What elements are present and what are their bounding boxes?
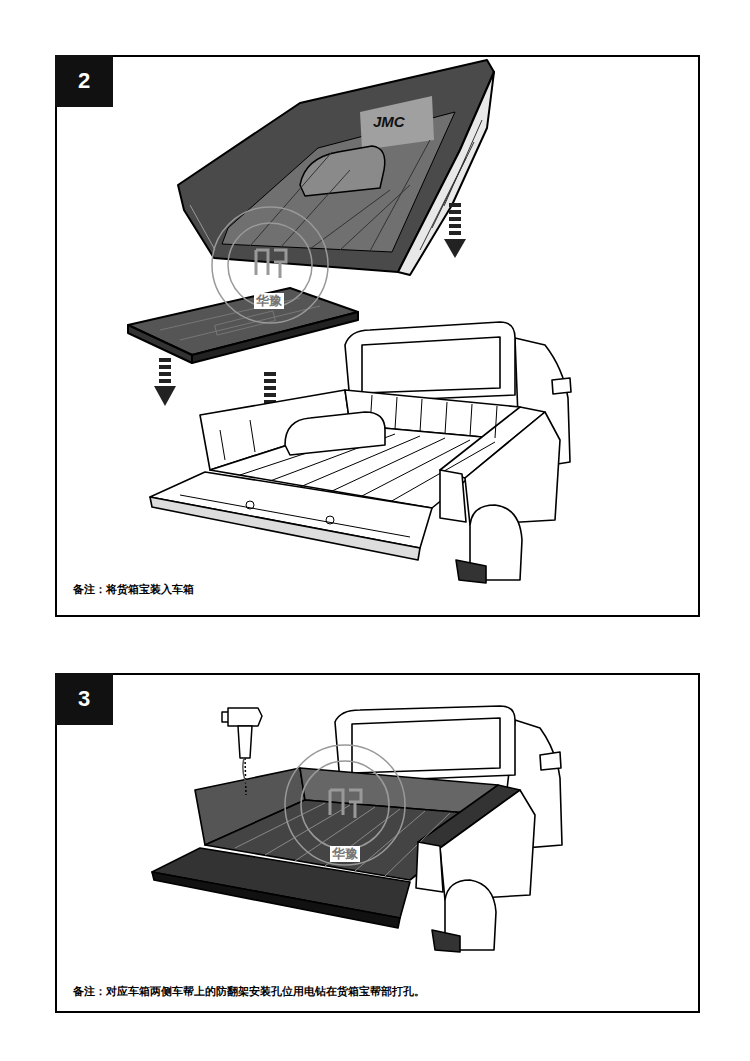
electric-drill xyxy=(222,708,262,795)
wheel-hump xyxy=(285,412,385,455)
liner-logo-patch xyxy=(360,96,434,150)
bed-liner xyxy=(178,60,494,275)
liner-wheel-hump xyxy=(300,146,385,196)
mirror xyxy=(552,378,571,394)
liner-outer xyxy=(178,60,494,272)
watermark xyxy=(212,207,328,323)
watermark-text: 华豫 xyxy=(254,293,284,309)
watermark xyxy=(285,745,405,865)
tailgate-liner xyxy=(128,288,358,363)
note-text: 备注：将货箱宝装入车箱 xyxy=(73,583,194,597)
tail-light xyxy=(416,842,443,892)
step-panel: 备注：对应车箱两侧车帮上的防翻架安装孔位用电钻在货箱宝帮部打孔。 3 xyxy=(55,673,700,1013)
tailgate-liner-edge xyxy=(128,325,192,363)
note-text: 备注：对应车箱两侧车帮上的防翻架安装孔位用电钻在货箱宝帮部打孔。 xyxy=(73,985,425,999)
step-number-box: 2 xyxy=(55,55,113,107)
drill-body xyxy=(228,708,262,726)
cab-back xyxy=(335,706,515,782)
step-number: 3 xyxy=(78,686,90,712)
brand-logo: JMC xyxy=(371,113,407,131)
pickup-truck-lined xyxy=(152,706,562,952)
liner-ribs xyxy=(250,120,482,251)
drill-handle xyxy=(238,726,252,758)
watermark-text: 华豫 xyxy=(330,846,360,862)
mirror xyxy=(540,752,561,770)
step-number-box: 3 xyxy=(55,673,113,725)
tailgate-liner-edge xyxy=(152,872,400,928)
tail-light xyxy=(440,470,466,522)
pickup-truck xyxy=(150,322,571,583)
dashed-arrow xyxy=(154,358,176,406)
cab-back xyxy=(345,322,515,402)
mud-flap xyxy=(432,930,460,952)
rear-window xyxy=(362,337,500,393)
step-number: 2 xyxy=(78,68,90,94)
tailgate-edge xyxy=(150,497,420,560)
rear-window xyxy=(352,718,500,773)
mud-flap xyxy=(456,560,486,583)
dashed-arrow xyxy=(444,203,466,258)
step-panel: 备注：将货箱宝装入车箱 2 xyxy=(55,55,700,617)
